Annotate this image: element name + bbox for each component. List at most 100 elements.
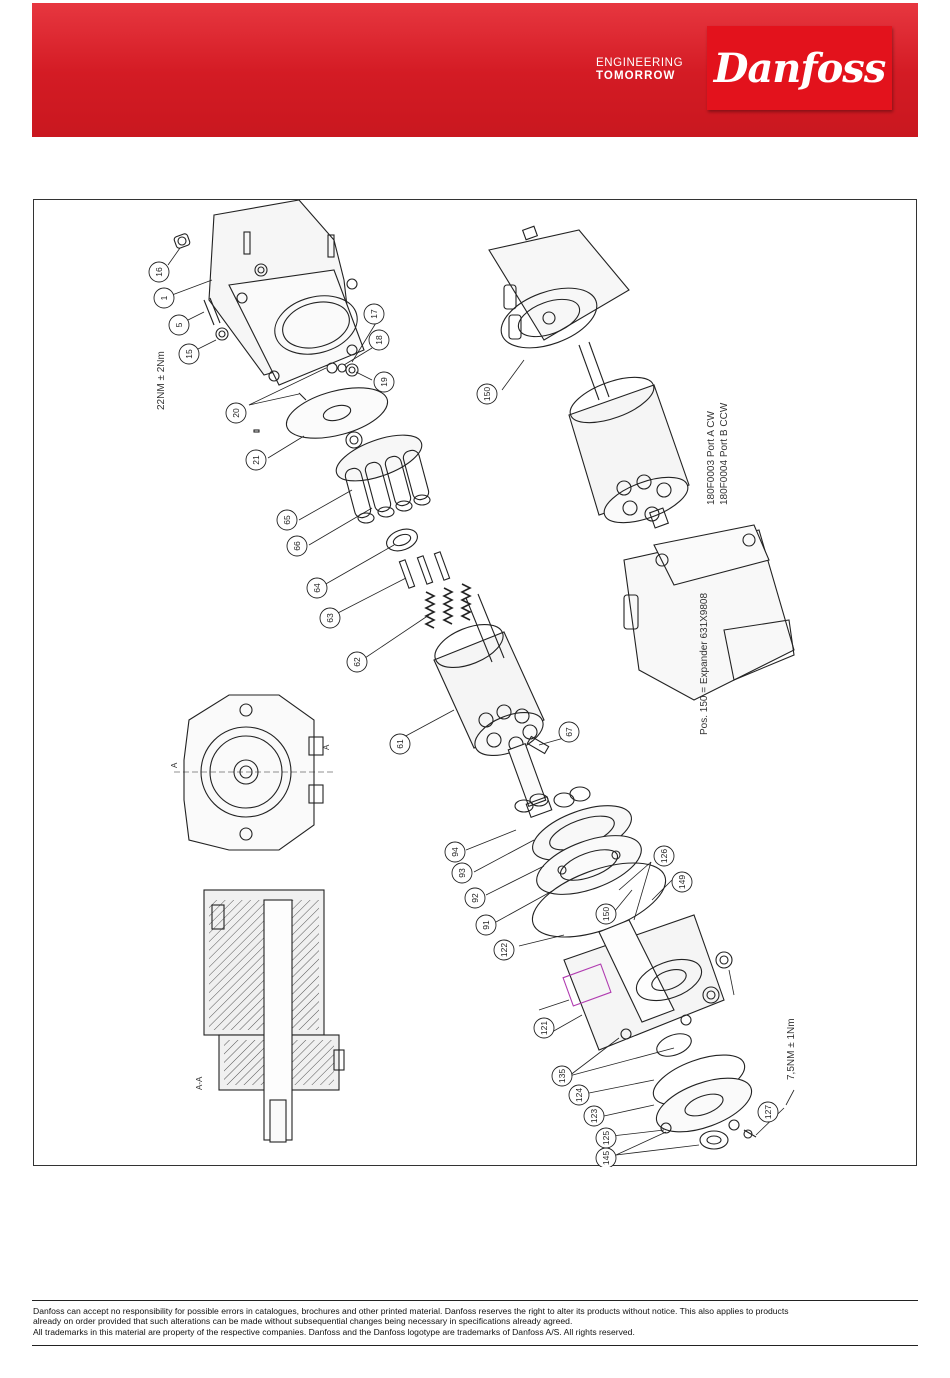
front-view bbox=[174, 694, 334, 851]
callout-label: 126 bbox=[659, 849, 669, 863]
callout-label: 61 bbox=[395, 739, 405, 749]
callout: 126 bbox=[653, 845, 675, 867]
callout-label: 5 bbox=[174, 322, 184, 327]
callout: 61 bbox=[389, 733, 411, 755]
small-parts-17-19 bbox=[326, 362, 359, 377]
callout-label: 62 bbox=[352, 657, 362, 667]
callout-label: 19 bbox=[379, 377, 389, 387]
callout-label: 149 bbox=[677, 875, 687, 889]
callout: 125 bbox=[595, 1127, 617, 1149]
callout-label: 127 bbox=[763, 1105, 773, 1119]
callout: 149 bbox=[671, 871, 693, 893]
piston-assembly-65-66 bbox=[335, 431, 431, 524]
callout-label: 92 bbox=[470, 893, 480, 903]
callout: 62 bbox=[346, 651, 368, 673]
callout: 124 bbox=[568, 1084, 590, 1106]
callout: 150 bbox=[595, 903, 617, 925]
section-mark-left: A bbox=[170, 762, 179, 768]
callout-label: 17 bbox=[369, 309, 379, 319]
drawing-frame: 16 1 5 15 17 18 19 20 21 65 66 64 63 62 … bbox=[33, 199, 917, 1167]
callout-label: 123 bbox=[589, 1109, 599, 1123]
callout: 16 bbox=[148, 261, 170, 283]
bolts-15-16 bbox=[173, 233, 229, 341]
callout-label: 145 bbox=[601, 1151, 611, 1165]
callout: 1 bbox=[153, 287, 175, 309]
callout-label: 18 bbox=[374, 335, 384, 345]
callout-label: 121 bbox=[539, 1021, 549, 1035]
disclaimer-line2: already on order provided that such alte… bbox=[33, 1316, 573, 1327]
callout: 67 bbox=[558, 721, 580, 743]
callout: 21 bbox=[245, 449, 267, 471]
callout-label: 93 bbox=[457, 868, 467, 878]
torque-note-main: 22NM ± 2Nm bbox=[156, 351, 167, 410]
valve-parts-91-94 bbox=[514, 786, 667, 938]
ring-part-64 bbox=[386, 528, 418, 552]
callout: 123 bbox=[583, 1105, 605, 1127]
disclaimer-line3: All trademarks in this material are prop… bbox=[33, 1326, 635, 1337]
disclaimer-line1: Danfoss can accept no responsibility for… bbox=[33, 1306, 789, 1316]
section-view-a-a bbox=[203, 889, 345, 1143]
footer-rule-top bbox=[32, 1300, 918, 1301]
callout-label: 15 bbox=[184, 349, 194, 359]
danfoss-logo: Danfoss bbox=[707, 26, 892, 110]
callout-label: 66 bbox=[292, 541, 302, 551]
callout: 145 bbox=[595, 1147, 617, 1167]
torque-note-end: 7,5NM ± 1Nm bbox=[786, 1018, 797, 1080]
pins-springs-62-63 bbox=[398, 551, 472, 629]
callout: 150 bbox=[476, 383, 498, 405]
exploded-view-drawing: 16 1 5 15 17 18 19 20 21 65 66 64 63 62 … bbox=[148, 200, 797, 1167]
callout: 5 bbox=[168, 314, 190, 336]
callout-label: 135 bbox=[557, 1069, 567, 1083]
callout: 92 bbox=[464, 887, 486, 909]
disc-part-21 bbox=[285, 387, 389, 439]
variant-note-2: 180F0004 Port B CCW bbox=[719, 402, 730, 505]
housing-right bbox=[623, 524, 795, 701]
callout: 121 bbox=[533, 1017, 555, 1039]
callout-label: 125 bbox=[601, 1131, 611, 1145]
cylinder-block-61 bbox=[433, 593, 553, 819]
callout-label: 124 bbox=[574, 1088, 584, 1102]
housing-part bbox=[208, 200, 365, 433]
callout: 15 bbox=[178, 343, 200, 365]
callout-label: 94 bbox=[450, 847, 460, 857]
callout-label: 150 bbox=[601, 907, 611, 921]
callout: 20 bbox=[225, 402, 247, 424]
logo-wordmark: Danfoss bbox=[713, 44, 887, 92]
part-callouts: 16 1 5 15 17 18 19 20 21 65 66 64 63 62 … bbox=[148, 261, 779, 1167]
callout: 18 bbox=[368, 329, 390, 351]
callout: 64 bbox=[306, 577, 328, 599]
tagline-line1: ENGINEERING bbox=[596, 57, 684, 69]
assembled-view-150 bbox=[488, 225, 690, 529]
callout-label: 21 bbox=[251, 455, 261, 465]
callout-label: 122 bbox=[499, 943, 509, 957]
footer-rule-bottom bbox=[32, 1345, 918, 1346]
callout: 94 bbox=[444, 841, 466, 863]
callout: 65 bbox=[276, 509, 298, 531]
callout-label: 1 bbox=[159, 295, 169, 300]
callout: 122 bbox=[493, 939, 515, 961]
disclaimer: Danfoss can accept no responsibility for… bbox=[33, 1306, 917, 1337]
callout: 91 bbox=[475, 914, 497, 936]
callout-label: 91 bbox=[481, 920, 491, 930]
variant-note-1: 180F0003 Port A CW bbox=[706, 410, 717, 505]
callout: 127 bbox=[757, 1101, 779, 1123]
callout-label: 20 bbox=[231, 408, 241, 418]
callout-label: 65 bbox=[282, 515, 292, 525]
callout: 66 bbox=[286, 535, 308, 557]
callout-label: 64 bbox=[312, 583, 322, 593]
end-cover-parts bbox=[652, 1033, 757, 1150]
callout: 135 bbox=[551, 1065, 573, 1087]
section-mark-right: A bbox=[322, 744, 331, 750]
callout: 19 bbox=[373, 371, 395, 393]
end-housing-121 bbox=[562, 914, 733, 1051]
brand-tagline: ENGINEERING TOMORROW bbox=[596, 57, 683, 83]
callout-label: 63 bbox=[325, 613, 335, 623]
callout: 63 bbox=[319, 607, 341, 629]
callout: 93 bbox=[451, 862, 473, 884]
section-label: A-A bbox=[195, 1076, 204, 1090]
callout-label: 16 bbox=[154, 267, 164, 277]
expander-note: Pos. 150 = Expander 631X9808 bbox=[699, 593, 710, 735]
callout: 17 bbox=[363, 303, 385, 325]
callout-label: 67 bbox=[564, 727, 574, 737]
callout-label: 150 bbox=[482, 387, 492, 401]
